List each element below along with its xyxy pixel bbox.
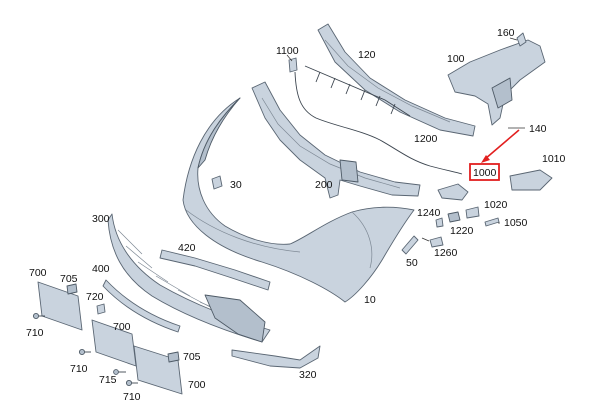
part-320-trim[interactable]	[231, 345, 321, 369]
label-700-c: 700	[188, 379, 206, 391]
label-705-a: 705	[60, 273, 78, 285]
connector-1100[interactable]	[288, 57, 298, 73]
lower-grille[interactable]	[107, 213, 271, 343]
clip-705-b[interactable]	[167, 351, 180, 363]
label-140: 140	[529, 123, 547, 135]
label-1010: 1010	[542, 153, 566, 165]
highlight-box	[469, 163, 500, 181]
screw-715[interactable]	[113, 369, 126, 375]
highlight-arrow	[481, 129, 520, 163]
label-700-a: 700	[29, 267, 47, 279]
part-1260[interactable]	[429, 236, 444, 248]
bumper-cover[interactable]	[182, 97, 415, 303]
cable-harness[interactable]	[294, 65, 463, 175]
leader-lines	[286, 37, 525, 242]
label-320: 320	[299, 369, 317, 381]
part-50-trim[interactable]	[401, 235, 419, 255]
label-710-b: 710	[70, 363, 88, 375]
label-1020: 1020	[484, 199, 508, 211]
label-300: 300	[92, 213, 110, 225]
clip-720[interactable]	[96, 303, 106, 315]
label-710-c: 710	[123, 391, 141, 403]
label-30: 30	[230, 179, 242, 191]
label-160: 160	[497, 27, 515, 39]
label-1000: 1000	[473, 167, 497, 179]
part-1220[interactable]	[435, 217, 444, 228]
label-1050: 1050	[504, 217, 528, 229]
screw-710-a[interactable]	[32, 312, 45, 320]
part-30-clip[interactable]	[211, 175, 223, 190]
part-420-strip[interactable]	[159, 249, 271, 291]
clip-705-a[interactable]	[66, 283, 78, 295]
label-1100: 1100	[276, 45, 299, 57]
label-50: 50	[406, 257, 418, 269]
label-10: 10	[364, 294, 376, 306]
label-120: 120	[358, 49, 376, 61]
label-720: 720	[86, 291, 104, 303]
label-715: 715	[99, 374, 117, 386]
label-1260: 1260	[434, 247, 458, 259]
label-700-b: 700	[113, 321, 131, 333]
radar-sensor[interactable]	[437, 183, 469, 201]
part-1240[interactable]	[447, 211, 461, 223]
impact-absorber[interactable]	[251, 81, 421, 199]
label-705-b: 705	[183, 351, 201, 363]
label-1200: 1200	[414, 133, 438, 145]
plate-holder-a[interactable]	[37, 281, 83, 331]
screw-710-c[interactable]	[125, 379, 138, 387]
label-100: 100	[447, 53, 465, 65]
label-710-a: 710	[26, 327, 44, 339]
label-400: 400	[92, 263, 110, 275]
mounting-bracket[interactable]	[447, 39, 546, 126]
label-1220: 1220	[450, 225, 474, 237]
part-1020[interactable]	[465, 206, 480, 219]
screw-710-b[interactable]	[78, 348, 91, 356]
part-160[interactable]	[516, 32, 527, 47]
part-1050[interactable]	[484, 217, 500, 227]
label-420: 420	[178, 242, 196, 254]
sensor-holder[interactable]	[509, 169, 553, 191]
label-1240: 1240	[417, 207, 441, 219]
part-400-trim[interactable]	[102, 279, 181, 333]
label-200: 200	[315, 179, 333, 191]
